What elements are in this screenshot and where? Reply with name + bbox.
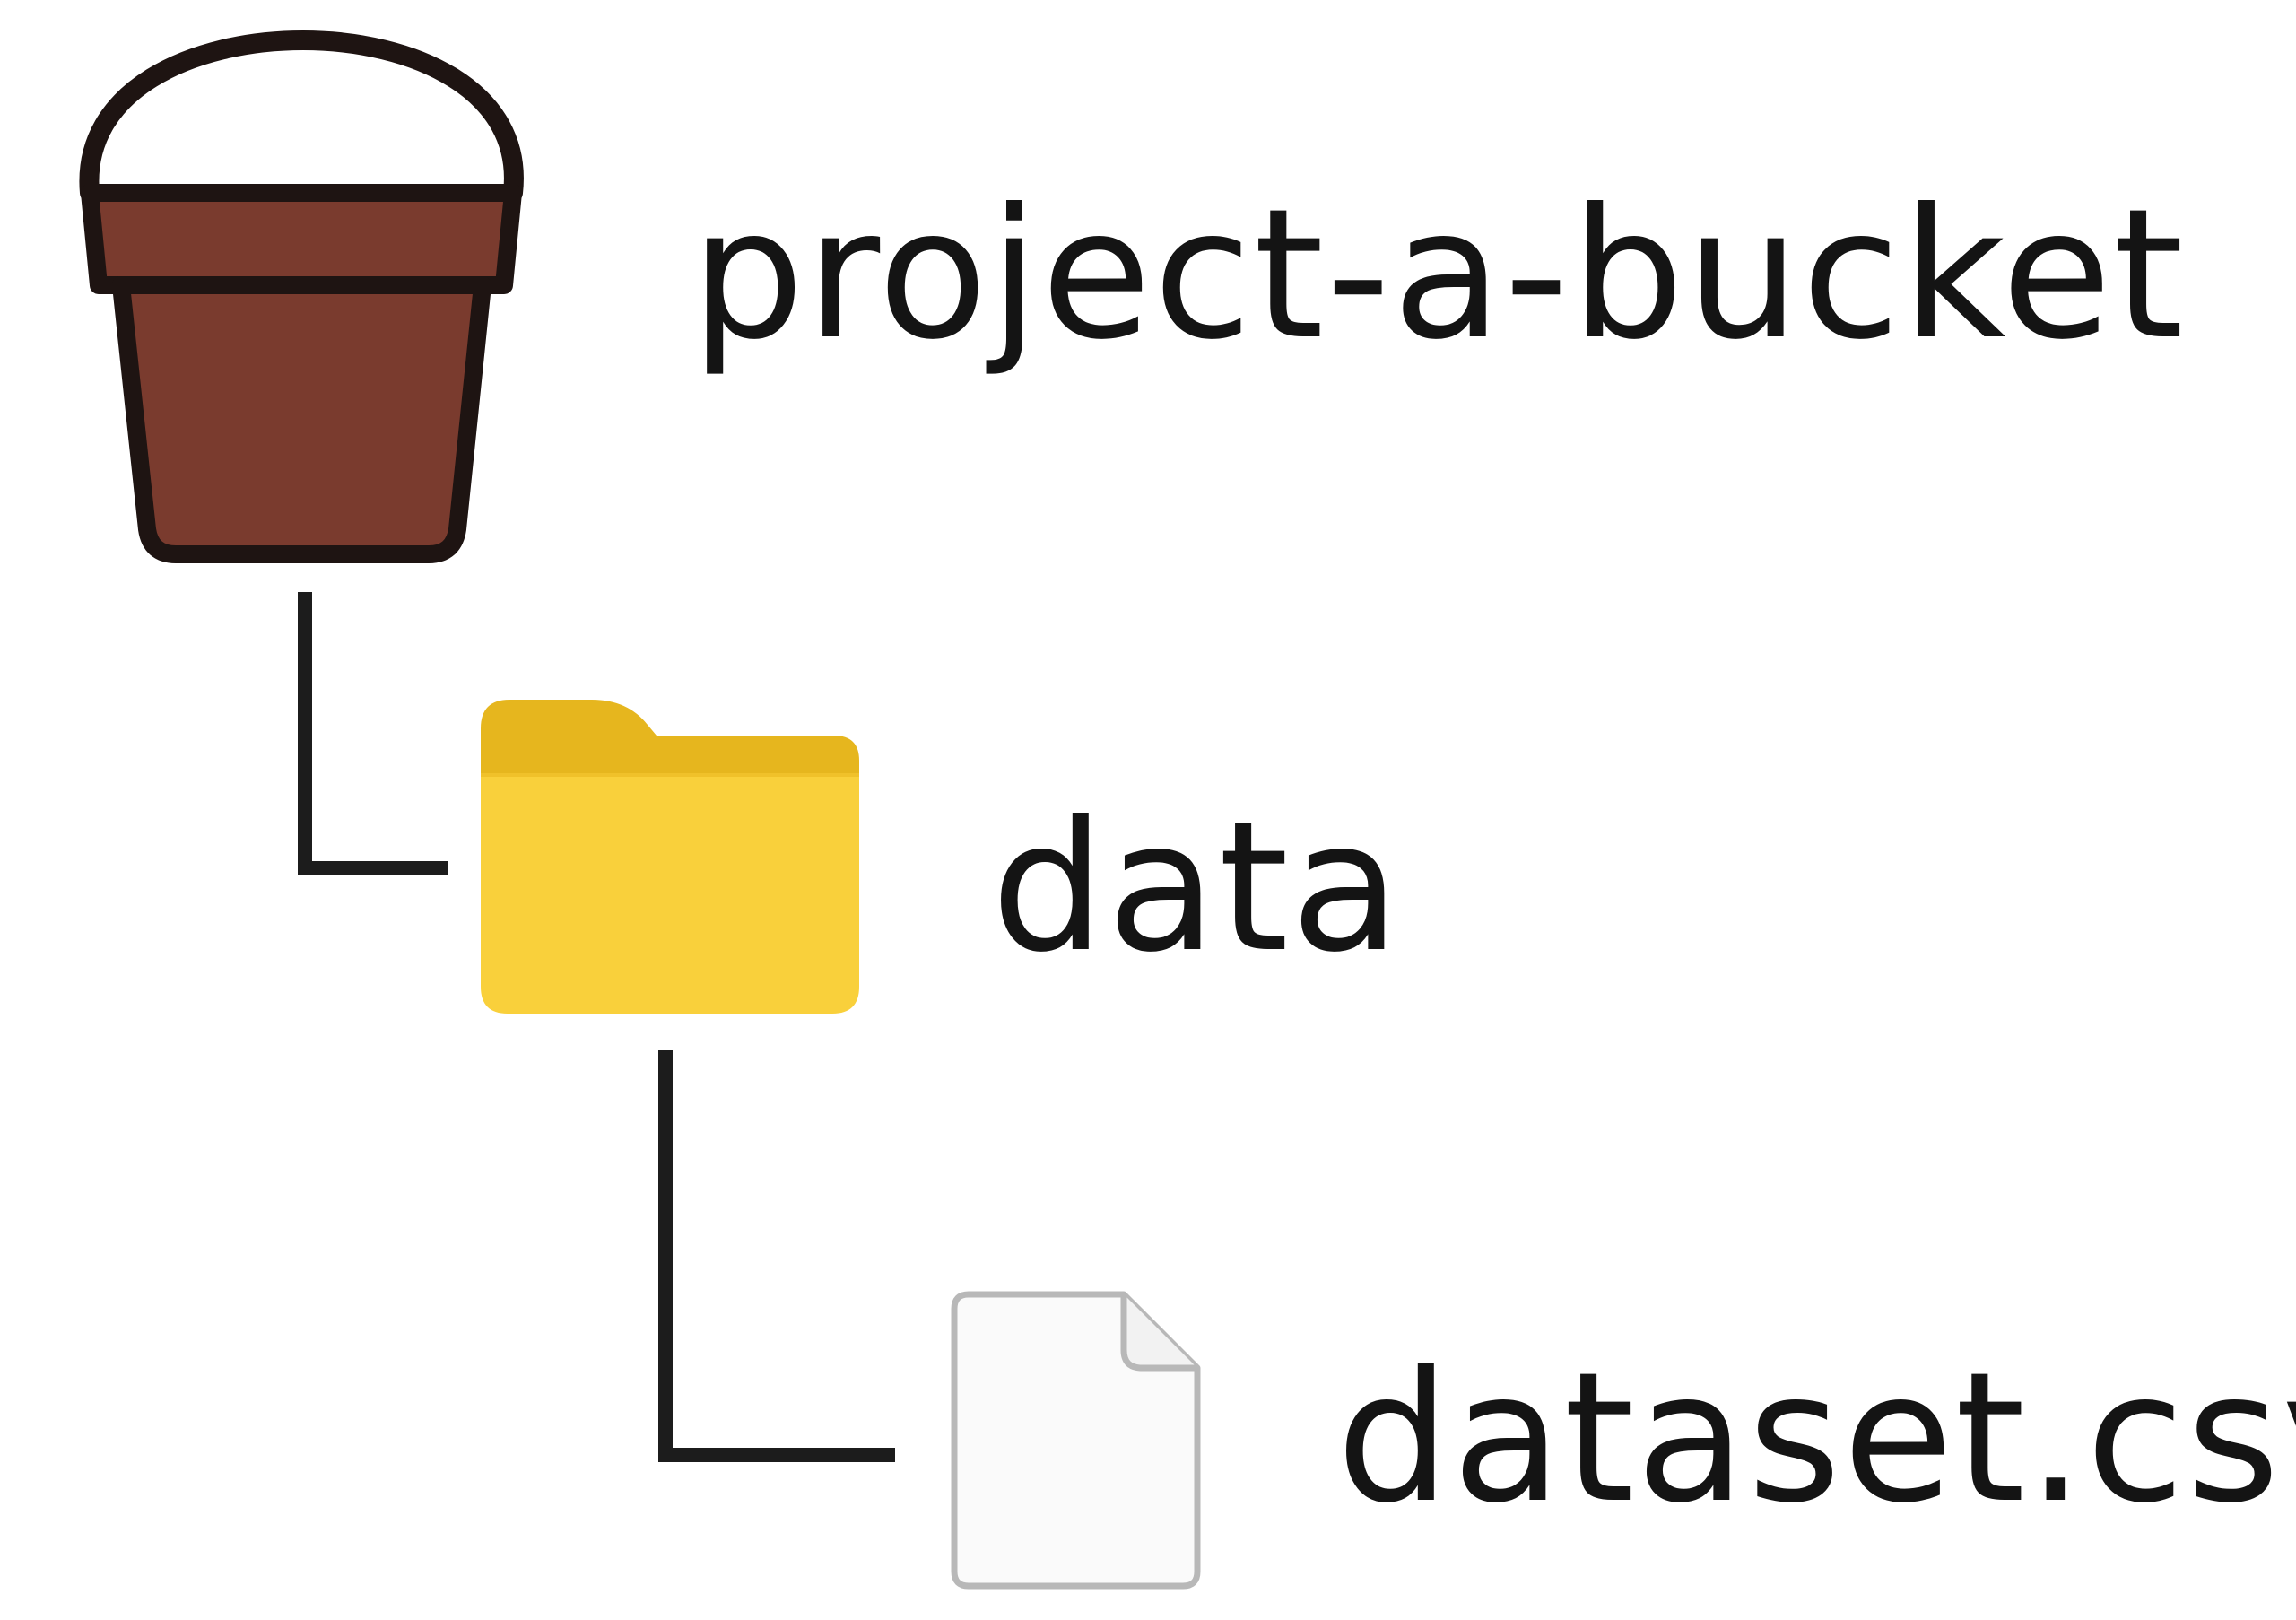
bucket-icon xyxy=(79,30,524,563)
folder-icon xyxy=(481,700,859,1014)
file-label[interactable]: dataset.csv xyxy=(1336,1334,2296,1543)
bucket-rim xyxy=(81,184,522,294)
folder-front xyxy=(481,775,859,1014)
connector-folder-to-file xyxy=(658,1050,895,1462)
file-icon xyxy=(951,1291,1201,1590)
bucket-label[interactable]: project-a-bucket xyxy=(691,170,2186,379)
bucket-handle xyxy=(79,30,524,203)
folder-label[interactable]: data xyxy=(991,783,1403,992)
bucket-body xyxy=(112,276,491,563)
file-fold xyxy=(1120,1294,1197,1372)
folder-tab xyxy=(481,700,859,789)
folder-divider xyxy=(481,773,859,777)
connector-bucket-to-folder xyxy=(298,592,448,875)
